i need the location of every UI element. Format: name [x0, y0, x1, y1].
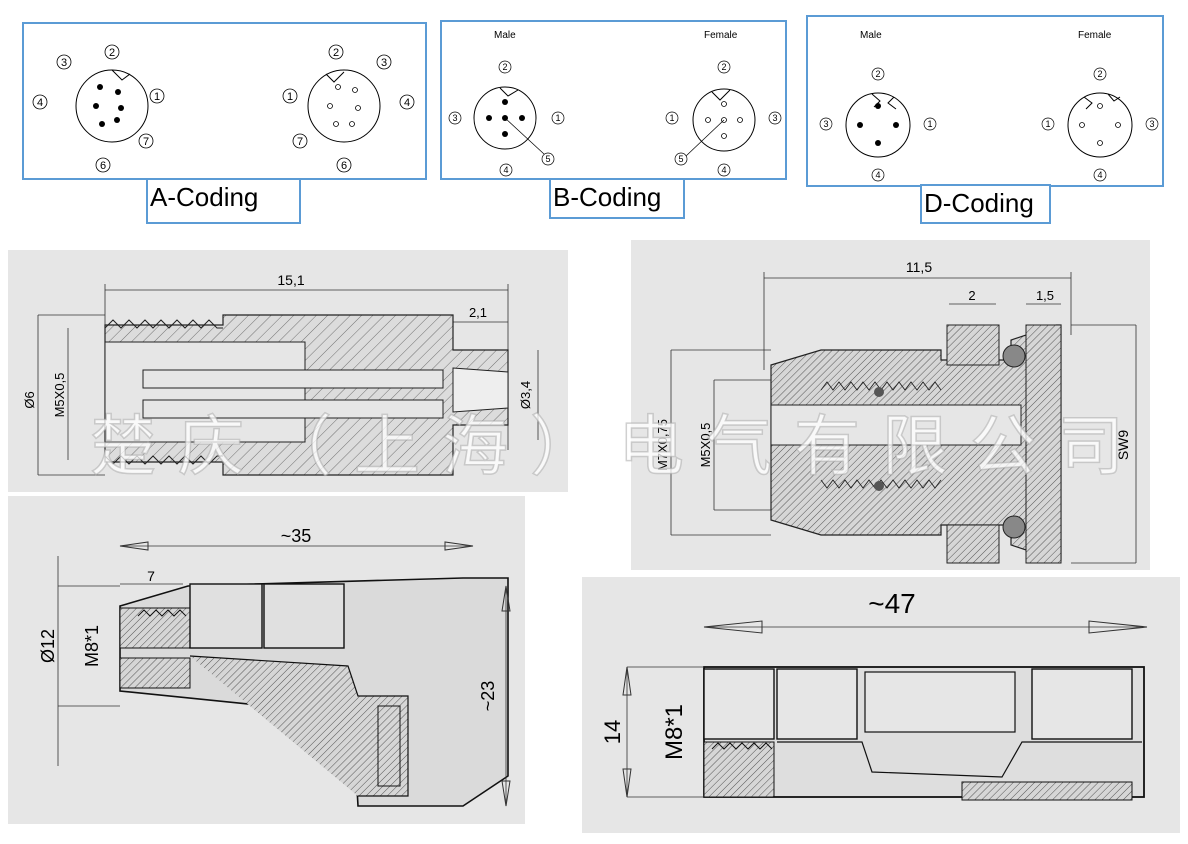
dim-height-23: ~23 — [478, 681, 498, 712]
b-female-pin-1: 1 — [669, 113, 674, 123]
dim-1-5: 1,5 — [1036, 288, 1054, 303]
b-male-pin-4: 4 — [503, 165, 508, 175]
dim-thread-m7: M7X0,75 — [655, 419, 670, 471]
dim-length-47: ~47 — [868, 588, 916, 619]
d-coding-pinout: Male Female 2 3 1 4 2 3 1 4 — [819, 30, 1159, 182]
dim-od-6: Ø6 — [22, 391, 37, 408]
b-female-title: Female — [704, 30, 738, 41]
b-male-title: Male — [494, 30, 516, 41]
dim-7: 7 — [147, 568, 155, 584]
dim-thread-m8-straight: M8*1 — [661, 704, 688, 760]
b-male-pin-5: 5 — [545, 154, 550, 164]
a-male-pin-1: 1 — [154, 91, 160, 103]
d-male-title: Male — [860, 30, 882, 41]
b-coding-panel: Male Female 2 3 1 4 5 2 3 1 4 5 — [440, 20, 787, 180]
a-female-pin-3: 3 — [381, 57, 387, 69]
a-female-pin-2: 2 — [333, 47, 339, 59]
b-male-pin-2: 2 — [502, 62, 507, 72]
d-male-pin-2: 2 — [875, 69, 880, 79]
dim-cable-3-4: Ø3,4 — [518, 381, 533, 409]
b-male-pin-3: 3 — [452, 113, 457, 123]
d-female-pin-4: 4 — [1097, 170, 1102, 180]
b-female-pin-4: 4 — [721, 165, 726, 175]
d-male-pin-4: 4 — [875, 170, 880, 180]
a-female-pin-4: 4 — [404, 97, 410, 109]
m5-male-drawing: 15,1 2,1 Ø6 M5X0,5 Ø3,4 — [8, 250, 568, 492]
a-coding-pinout: 2 3 4 1 7 6 2 3 4 1 7 6 — [32, 44, 415, 173]
b-male-pin-1: 1 — [555, 113, 560, 123]
company-watermark: 楚庆（上海）电气有限公司 — [89, 407, 1146, 486]
b-coding-pinout: Male Female 2 3 1 4 5 2 3 1 4 5 — [448, 30, 782, 177]
d-male-pin-1: 1 — [927, 119, 932, 129]
d-female-pin-2: 2 — [1097, 69, 1102, 79]
a-male-pin-2: 2 — [109, 47, 115, 59]
a-coding-panel: 2 3 4 1 7 6 2 3 4 1 7 6 — [22, 22, 427, 180]
d-female-pin-3: 3 — [1149, 119, 1154, 129]
d-coding-panel: Male Female 2 3 1 4 2 3 1 4 — [806, 15, 1164, 187]
d-male-pin-3: 3 — [823, 119, 828, 129]
dim-2: 2 — [968, 288, 975, 303]
dim-od-14: 14 — [600, 720, 625, 744]
b-female-pin-2: 2 — [721, 62, 726, 72]
dim-od-12: Ø12 — [38, 629, 58, 663]
a-male-pin-7: 7 — [143, 136, 149, 148]
b-female-pin-3: 3 — [772, 113, 777, 123]
m5-panel-drawing: 11,5 2 1,5 M7X0,75 M5X0,5 SW9 — [631, 240, 1150, 570]
dim-thread-m8: M8*1 — [82, 625, 102, 667]
b-female-pin-5: 5 — [678, 154, 683, 164]
dim-length-35: ~35 — [281, 526, 312, 546]
dim-length-15-1: 15,1 — [277, 272, 304, 288]
a-male-pin-6: 6 — [100, 160, 106, 172]
b-coding-label: B-Coding — [549, 178, 685, 219]
d-coding-label: D-Coding — [920, 184, 1051, 224]
dim-sw9: SW9 — [1115, 430, 1131, 461]
m8-angled-drawing: ~35 7 Ø12 M8*1 ~23 — [8, 496, 525, 824]
a-female-pin-7: 7 — [297, 136, 303, 148]
dim-thread-m5-inner: M5X0,5 — [698, 423, 713, 468]
dim-tip-2-1: 2,1 — [469, 305, 487, 320]
dim-thread-m5: M5X0,5 — [52, 373, 67, 418]
dim-length-11-5: 11,5 — [906, 259, 932, 275]
d-female-title: Female — [1078, 30, 1112, 41]
a-male-pin-4: 4 — [37, 97, 43, 109]
d-female-pin-1: 1 — [1045, 119, 1050, 129]
a-male-pin-3: 3 — [61, 57, 67, 69]
m8-straight-drawing: ~47 14 M8*1 — [582, 577, 1180, 833]
a-female-pin-6: 6 — [341, 160, 347, 172]
a-coding-label: A-Coding — [146, 178, 301, 224]
a-female-pin-1: 1 — [287, 91, 293, 103]
